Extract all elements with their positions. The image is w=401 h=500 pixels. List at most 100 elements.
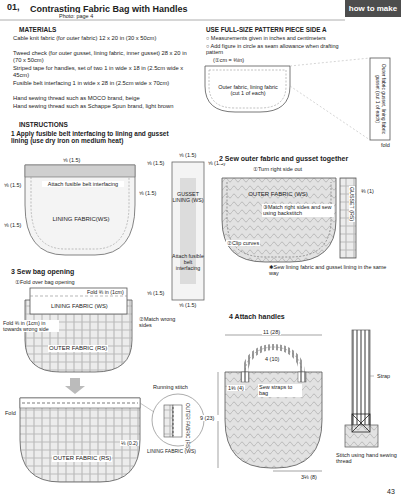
part-name: LINING FABRIC (WS) xyxy=(50,303,109,310)
instruction: Attach fusible belt interfacing xyxy=(42,181,124,187)
running-stitch xyxy=(22,403,138,404)
instruction: ②Match wrong sides xyxy=(138,316,190,329)
step-heading: 3 Sew bag opening xyxy=(10,268,75,276)
gusset-lining-piece: GUSSET LINING (WS) Attach fusible belt in… xyxy=(172,166,204,296)
step-heading: 1 Apply fusible belt interfacing to lini… xyxy=(10,130,172,145)
dimension: 11 (28) xyxy=(262,329,281,335)
dimension: ⅝ (1.5) xyxy=(178,302,197,308)
material-item: Fusible belt interfacing 1 in wide x 28 … xyxy=(12,80,194,87)
section-number: 01, xyxy=(6,2,21,12)
pattern-piece-label: Outer fabric, lining fabric (cut 1 of ea… xyxy=(214,78,282,102)
material-item: Hand sewing thread such as MOCO brand, b… xyxy=(12,95,194,102)
pattern-piece xyxy=(205,66,290,112)
fold-mark: fold xyxy=(380,142,391,148)
section-heading: USE FULL-SIZE PATTERN PIECE SIDE A xyxy=(205,26,328,33)
dimension: ⅝ (1.5) xyxy=(146,160,165,166)
dimension: ⅝ (1.5) xyxy=(138,190,157,196)
lining-layer xyxy=(173,405,182,437)
material-item: Hand sewing thread such as Schappe Spun … xyxy=(12,103,194,110)
note: ○ Add figure in circle as seam allowance… xyxy=(205,43,347,56)
dimension: 9 (23) xyxy=(199,415,219,421)
instruction: Sew straps to bag xyxy=(258,384,302,397)
part-text: OUTER FABRIC (WS) xyxy=(248,191,308,198)
dimension: ⅝ (1.5) xyxy=(146,290,165,296)
leader-line xyxy=(140,403,154,412)
handle xyxy=(245,347,302,374)
photo-reference: Photo: page 4 xyxy=(58,13,94,19)
part-name: GUSSET (RS) xyxy=(349,186,355,222)
strap-end xyxy=(241,372,249,382)
cross-stitch xyxy=(352,414,370,432)
part-name: LINING FABRIC (WS) xyxy=(146,449,197,455)
instruction: Stitch using hand sewing thread xyxy=(335,452,401,465)
part-name: OUTER FABRIC (RS) xyxy=(52,455,112,462)
finished-bag xyxy=(225,372,322,468)
dimension: ⅝ (1.5) xyxy=(3,222,22,228)
strap-end xyxy=(298,372,306,382)
bag-edge xyxy=(345,425,378,447)
instruction: ②Clip curves xyxy=(226,240,260,246)
step-heading: 4 Attach handles xyxy=(228,313,286,321)
handle-edge xyxy=(245,347,302,374)
outer-fabric-piece xyxy=(222,178,336,262)
seam-line xyxy=(209,70,286,108)
material-item: Striped tape for handles, set of two 1 i… xyxy=(12,65,194,78)
part-name: Strap xyxy=(376,373,391,379)
part-text: Outer fabric, lining fabric (cut 1 of ea… xyxy=(214,84,282,97)
lining-flap xyxy=(30,288,127,314)
step-heading: 2 Sew outer fabric and gusset together xyxy=(218,155,400,163)
part-text: Outer fabric gusset, lining fabric gusse… xyxy=(374,60,386,138)
page-number: 43 xyxy=(386,488,396,496)
dimension-line xyxy=(273,471,322,472)
gusset-strip xyxy=(172,162,204,300)
note: ○ Measurements given in inches and centi… xyxy=(205,35,357,41)
instruction: ①Fold over bag opening xyxy=(14,279,76,285)
header-rule xyxy=(0,20,345,21)
interfacing-band xyxy=(25,165,135,177)
lining-edge xyxy=(20,398,140,408)
material-item: Tweed check (for outer gusset, lining fa… xyxy=(12,50,194,63)
material-item: Cable knit fabric (for outer fabric) 12 … xyxy=(12,35,194,42)
gusset-pattern-piece xyxy=(370,58,390,140)
gusset-pattern-label: Outer fabric gusset, lining fabric gusse… xyxy=(370,58,390,140)
page-title: Contrasting Fabric Bag with Handles xyxy=(30,4,188,14)
instruction: Running stitch xyxy=(152,384,189,390)
fold-mark: Fold xyxy=(4,410,17,416)
part-name: OUTER FABRIC (RS) xyxy=(48,345,108,352)
section-tab: how to make xyxy=(345,0,401,17)
part-name: OUTER FABRIC (RS) xyxy=(184,402,190,451)
outer-layer xyxy=(164,405,173,437)
gusset-piece xyxy=(340,178,356,258)
dimension: 1⅜ (4) xyxy=(227,385,245,391)
part-text: Attach fusible belt interfacing xyxy=(172,253,204,271)
tab-text: how to make xyxy=(349,4,397,13)
note: (①cm = ⅜in) xyxy=(212,57,245,63)
bag-piece xyxy=(20,398,140,482)
dimension: ⅝ (1.5) xyxy=(62,157,81,163)
seam-line xyxy=(31,177,129,249)
part-name: LINING FABRIC(WS) xyxy=(48,212,114,226)
note: ✱Sew lining fabric and gusset lining in … xyxy=(268,264,395,277)
lining-piece xyxy=(25,165,135,255)
part-name: OUTER FABRIC (WS) xyxy=(236,188,320,200)
instruction: Fold ⅜ in (1cm) in towards wrong side xyxy=(2,320,59,332)
fold-line xyxy=(30,296,127,297)
instruction: ①Turn right side out xyxy=(252,166,303,172)
strap xyxy=(352,330,370,425)
down-arrow xyxy=(65,378,85,394)
section-heading: MATERIALS xyxy=(18,26,57,33)
part-text: LINING FABRIC(WS) xyxy=(52,216,109,223)
detail-circle xyxy=(152,394,204,446)
instruction: Fold ⅜ in (1cm) xyxy=(86,289,125,295)
stitch-box xyxy=(352,414,370,432)
dimension: ⅝ (1.5) xyxy=(3,182,22,188)
instruction: ③Match right sides and sew using backsti… xyxy=(262,204,334,217)
dimension: 4 (10) xyxy=(264,356,280,362)
dimension: 3⅛ (8) xyxy=(300,474,318,480)
guide-line xyxy=(290,58,370,140)
part-text: GUSSET LINING (WS) xyxy=(172,191,204,203)
backstitch-line xyxy=(227,182,331,257)
dimension: ⅝ (1.5) xyxy=(178,152,197,158)
dimension: ⅛ (0.2) xyxy=(120,440,139,446)
dimension: ⅜ (1) xyxy=(360,188,375,194)
